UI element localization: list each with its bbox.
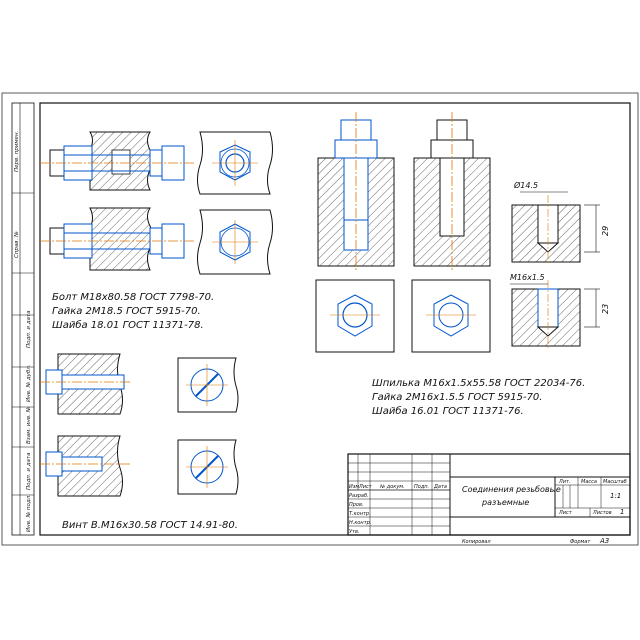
thread-dim: М16х1.5 (510, 273, 545, 282)
strip-label-1: Перв. примен. (14, 130, 20, 172)
stud-simplified-section (413, 112, 491, 270)
stud-top-view (315, 279, 395, 353)
title-block-title-line-2: разъемные (481, 498, 529, 507)
screw-note: Винт В.М16х30.58 ГОСТ 14.91-80. (62, 520, 238, 531)
strip-label-6: Подп. и дата (26, 452, 32, 490)
stud-note-line-1: Шпилька М16х1.5х55.58 ГОСТ 22034-76. (372, 378, 585, 389)
sheet-inner-frame (39, 102, 631, 536)
bolt-note-line-1: Болт М18х80.58 ГОСТ 7798-70. (52, 292, 214, 303)
screw-simplified-view (40, 435, 132, 497)
stud-view-section (317, 112, 395, 270)
stud-simplified-top-view (411, 279, 491, 353)
title-block-sheets-label: Листов (592, 510, 612, 516)
title-block-mass-label: Масса (581, 479, 597, 485)
title-block-role-tech-control: Т.контр. (349, 511, 371, 517)
title-block-sheet-label: Лист (558, 510, 573, 516)
title-block-role-approver: Утв. (349, 529, 360, 535)
bolt-note-line-2: Гайка 2М18.5 ГОСТ 5915-70. (52, 306, 201, 317)
bolt-view-section (40, 131, 196, 191)
bolt-note-line-3: Шайба 18.01 ГОСТ 11371-78. (52, 319, 204, 331)
strip-label-7: Инв. № подл. (26, 494, 32, 532)
title-block-role-checker: Пров. (349, 502, 364, 508)
bolt-top-view (197, 131, 273, 195)
stud-note-line-3: Шайба 16.01 ГОСТ 11371-76. (372, 405, 524, 417)
tapped-hole-thread (510, 280, 600, 348)
title-block-col-doc: № докум. (379, 484, 405, 490)
title-block-role-developer: Разраб. (349, 493, 369, 499)
title-block-title-line-1: Соединения резьбовые (462, 485, 561, 494)
strip-label-2: Справ. № (14, 231, 20, 258)
stud-note-line-2: Гайка 2М16х1.5.5 ГОСТ 5915-70. (372, 392, 542, 403)
screw-simplified-top-view (177, 439, 239, 495)
screw-view-section (40, 353, 132, 415)
title-block-format-value: А3 (599, 537, 609, 545)
title-block (347, 453, 631, 536)
title-block-scale-label: Масштаб (603, 479, 627, 485)
title-block-role-norm-control: Н.контр. (349, 520, 371, 526)
tapped-hole-drill (511, 191, 600, 265)
strip-label-5: Взам. инв. № (26, 406, 32, 444)
bolt-simplified-view (40, 207, 196, 271)
bolt-simplified-top-view (197, 209, 273, 275)
title-block-scale-value: 1:1 (610, 492, 621, 500)
title-block-col-list: Лист (358, 484, 373, 490)
sheet-outer-frame (1, 92, 639, 546)
title-block-sheets-value: 1 (620, 508, 624, 516)
hole-diameter-dim: Ø14.5 (513, 180, 538, 190)
binding-strip (11, 102, 35, 536)
hole-depth-upper-dim: 29 (601, 226, 610, 236)
title-block-lit-label: Лит. (558, 479, 571, 485)
title-block-col-izm: Изм (349, 484, 359, 490)
title-block-col-sign: Подп. (414, 484, 429, 490)
hole-depth-lower-dim: 23 (601, 304, 610, 314)
title-block-col-date: Дата (433, 484, 447, 490)
strip-label-3: Подп. и дата (26, 310, 32, 348)
screw-top-view (177, 357, 239, 413)
title-block-format-label: Формат (570, 539, 591, 545)
strip-label-4: Инв. № дубл. (26, 364, 32, 402)
title-block-copied-label: Копировал (462, 539, 491, 545)
